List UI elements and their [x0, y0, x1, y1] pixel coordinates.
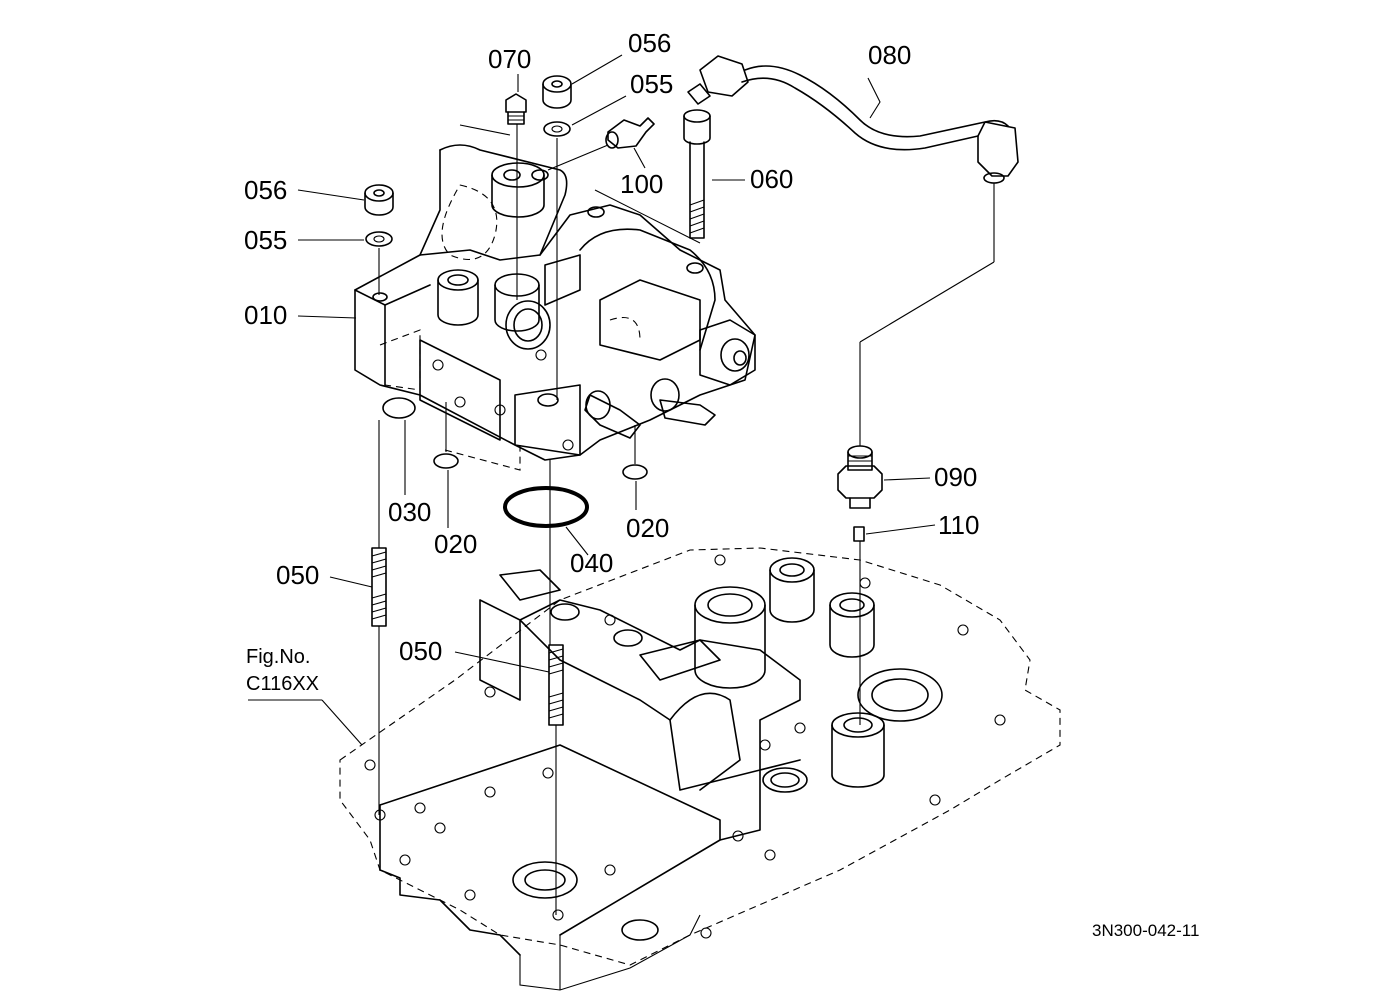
label-055-left: 055 [244, 225, 287, 255]
label-090: 090 [934, 462, 977, 492]
label-080: 080 [868, 40, 911, 70]
bolt-060 [683, 109, 711, 239]
nut-056-top [542, 75, 572, 109]
washer-055-top [543, 121, 571, 137]
washer-055-left [365, 231, 393, 247]
fig-ref-line1: Fig.No. [246, 646, 310, 668]
label-056-left: 056 [244, 175, 287, 205]
part-labels: 070 056 055 080 100 060 056 055 010 090 … [244, 28, 1199, 940]
label-050-center: 050 [399, 636, 442, 666]
label-010: 010 [244, 300, 287, 330]
label-070: 070 [488, 44, 531, 74]
pipe-080 [687, 55, 1019, 184]
fitting-090 [837, 445, 883, 509]
o-ring-020-right [622, 464, 648, 480]
label-040: 040 [570, 548, 613, 578]
label-110: 110 [938, 510, 979, 540]
o-ring-040 [503, 486, 589, 528]
valve-body-010 [354, 124, 756, 471]
label-056-top: 056 [628, 28, 671, 58]
stud-050-left [371, 547, 387, 627]
label-020-right: 020 [626, 513, 669, 543]
plug-070 [505, 93, 527, 125]
label-060: 060 [750, 164, 793, 194]
label-020-left: 020 [434, 529, 477, 559]
o-ring-020-left [433, 453, 459, 469]
fitting-100 [605, 117, 655, 149]
leader-lines [248, 54, 936, 746]
base-housing [339, 547, 1061, 991]
screw-110 [853, 526, 865, 542]
fig-ref-line2: C116XX [246, 673, 319, 695]
label-100: 100 [620, 169, 663, 199]
label-030: 030 [388, 497, 431, 527]
drawing-code: 3N300-042-11 [1092, 921, 1199, 940]
label-055-top: 055 [630, 69, 673, 99]
o-ring-030 [382, 397, 416, 419]
label-050-left: 050 [276, 560, 319, 590]
nut-056-left [364, 184, 394, 216]
assembly-lines [378, 124, 995, 915]
